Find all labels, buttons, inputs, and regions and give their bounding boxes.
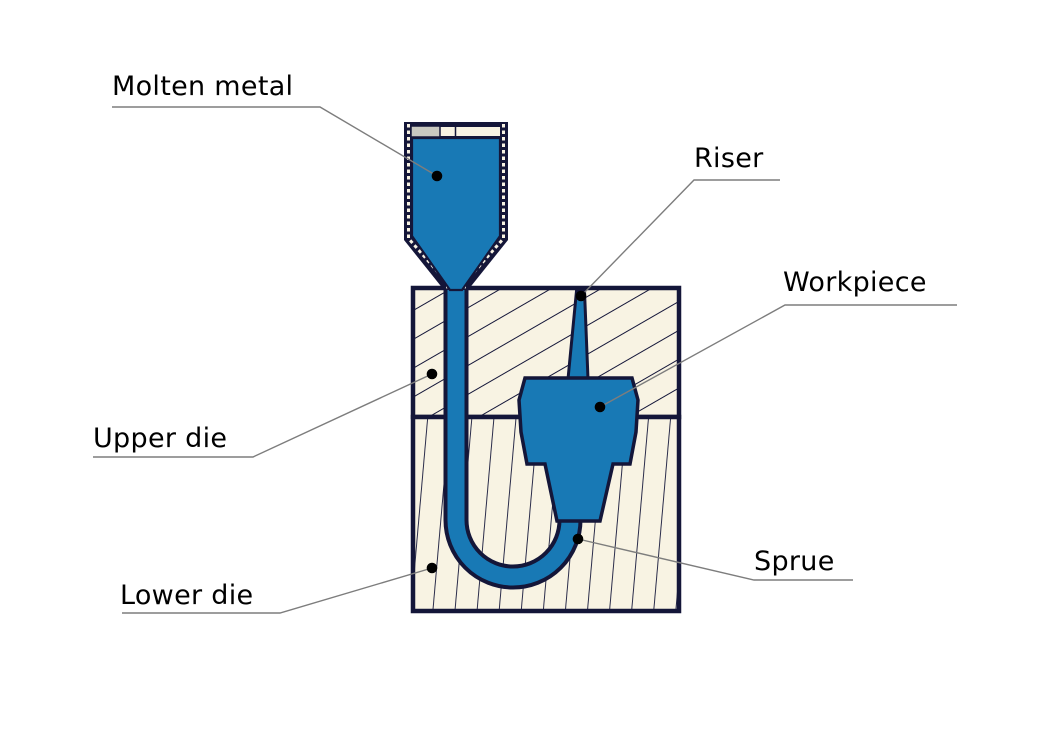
sprue-channel (443, 290, 583, 590)
label-workpiece: Workpiece (783, 267, 927, 298)
label-riser: Riser (694, 143, 764, 174)
label-molten-metal: Molten metal (112, 71, 294, 102)
anchor-dot-molten-metal (431, 170, 443, 182)
funnel-rim-gray-segment (410, 125, 441, 138)
label-upper-die: Upper die (93, 423, 228, 454)
workpiece-shape (517, 376, 640, 523)
leader-lower-die (122, 562, 438, 614)
label-lower-die: Lower die (120, 580, 254, 611)
label-sprue: Sprue (754, 546, 835, 577)
leader-riser (575, 179, 780, 302)
anchor-dot-workpiece (594, 401, 606, 413)
leader-molten-metal (112, 106, 443, 182)
anchor-dot-lower-die (426, 562, 438, 574)
anchor-dot-riser (575, 290, 587, 302)
leader-workpiece (594, 304, 957, 413)
anchor-dot-sprue (572, 533, 584, 545)
molten-metal-pool (410, 136, 502, 292)
leader-sprue (572, 533, 853, 581)
anchor-dot-upper-die (426, 368, 438, 380)
leader-upper-die (93, 368, 438, 458)
pouring-funnel (404, 122, 508, 292)
